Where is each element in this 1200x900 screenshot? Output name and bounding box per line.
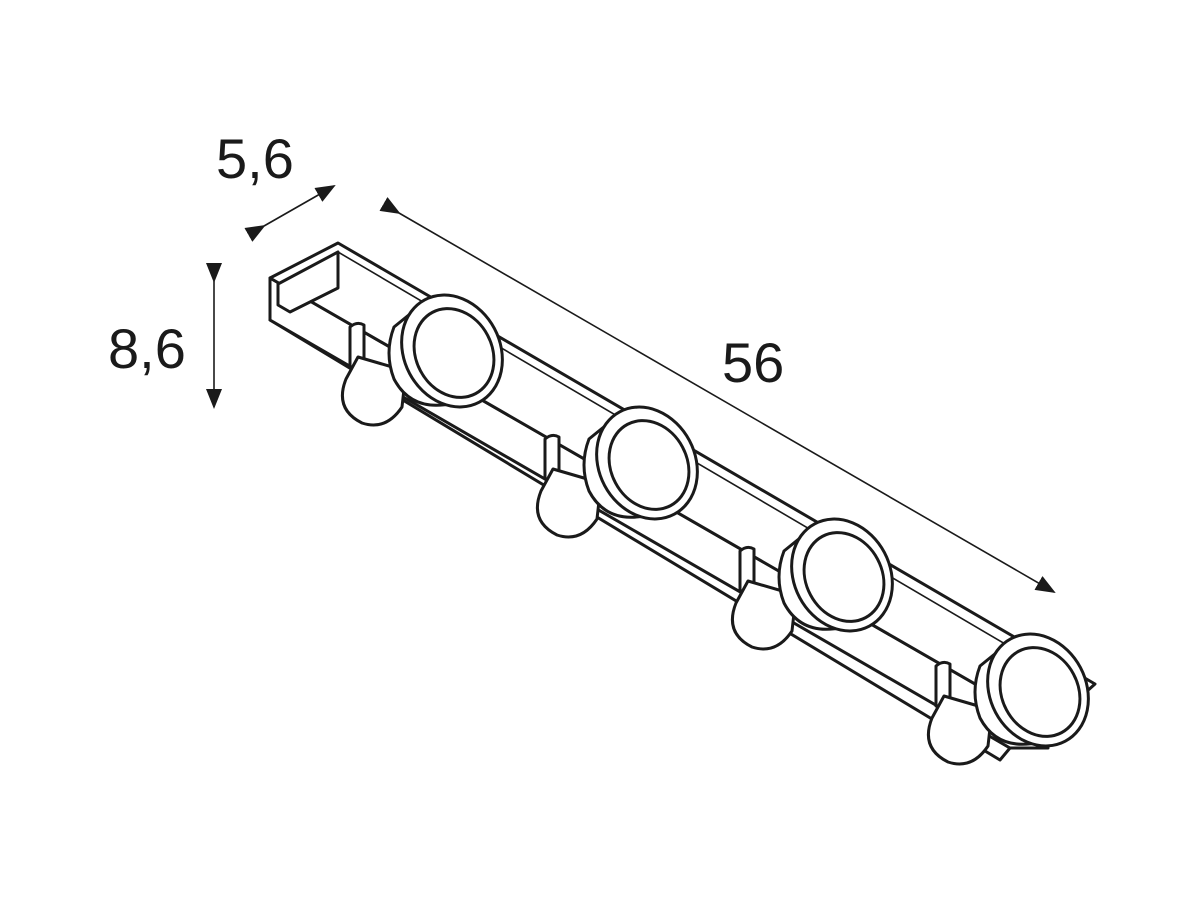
spotlight-lens: [412, 307, 496, 399]
spotlight-3: [731, 517, 894, 651]
spotlight-lens: [607, 419, 691, 511]
spotlight-group: [341, 293, 1090, 766]
spotlight-joint: [341, 355, 408, 427]
height-dimension: 8,6: [108, 263, 222, 409]
width-dimension: 5,6: [216, 127, 336, 242]
spotlight-lens: [998, 646, 1082, 738]
rail-end-cap: [276, 250, 340, 314]
spotlight-joint: [536, 467, 603, 539]
spotlight-1: [341, 293, 504, 427]
spotlight-joint: [927, 694, 994, 766]
spotlight-lens: [802, 531, 886, 623]
length-dimension-line: [379, 197, 1056, 594]
height-label: 8,6: [108, 317, 186, 380]
width-dimension-line: [244, 185, 336, 242]
width-label: 5,6: [216, 127, 294, 190]
spotlight-joint: [731, 579, 798, 651]
length-dimension: 56: [379, 197, 1056, 594]
length-label: 56: [722, 331, 784, 394]
spotlight-4: [927, 632, 1090, 766]
spotlight-2: [536, 405, 699, 539]
